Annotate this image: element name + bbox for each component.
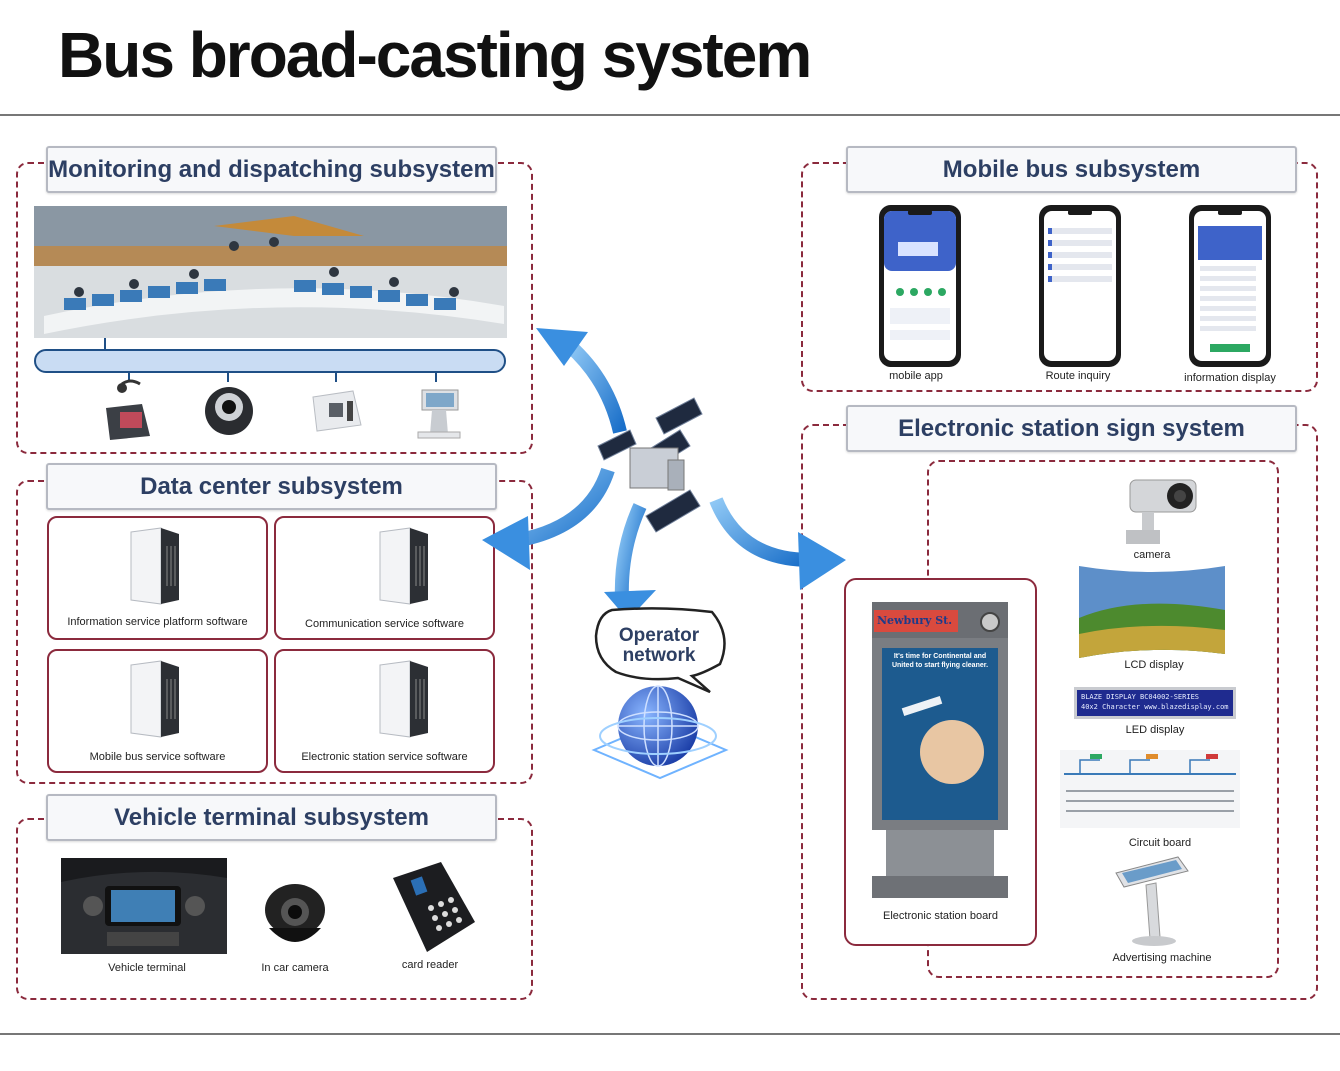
mobile-app-label: mobile app: [889, 370, 943, 382]
led-screen-line2: 40x2 Character www.blazedisplay.com: [1081, 703, 1229, 711]
camera-dome-icon: [203, 381, 255, 437]
route-inquiry-label: Route inquiry: [1045, 370, 1111, 382]
pos-terminal-icon: [412, 384, 466, 442]
station-camera-label: camera: [1133, 549, 1171, 561]
station-board-image: Newbury St. It's time for Continental an…: [872, 602, 1008, 898]
server-icon: [130, 527, 179, 605]
network-label: Operator network: [618, 625, 700, 666]
bus-bar-drop-2: [128, 372, 130, 382]
phone-information-display: [1188, 204, 1272, 368]
satellite-icon: [597, 397, 703, 533]
bus-bar-drop-3: [227, 372, 229, 382]
circuit-board-image: [1060, 750, 1240, 828]
circuit-board-label: Circuit board: [1128, 837, 1192, 849]
arrow-to-network: [604, 503, 656, 620]
datacenter-card-label: Information service platform software: [67, 616, 248, 628]
station-subsystem-header: Electronic station sign system: [846, 405, 1297, 452]
network-bus-bar: [34, 349, 506, 373]
station-board-label: Electronic station board: [883, 910, 998, 922]
advertising-machine-image: [1112, 855, 1192, 947]
information-display-label: information display: [1184, 372, 1276, 384]
in-car-camera-icon: [263, 882, 327, 952]
vehicle-terminal-label: Vehicle terminal: [108, 962, 186, 974]
lcd-display-image: [1077, 564, 1227, 660]
datacenter-card-station-service: Electronic station service software: [274, 649, 495, 773]
globe-network-icon: [590, 678, 730, 796]
top-divider: [0, 114, 1340, 116]
central-hub: [482, 328, 846, 620]
led-display-label: LED display: [1125, 724, 1185, 736]
datacenter-card-info-platform: Information service platform software: [47, 516, 268, 640]
datacenter-card-label: Communication service software: [305, 618, 464, 630]
station-camera-icon: [1118, 474, 1202, 548]
control-room-image: [34, 206, 507, 338]
station-poster-text: It's time for Continental and United to …: [891, 653, 989, 669]
network-speech-bubble: [592, 606, 734, 694]
card-reader-icon: [307, 383, 365, 435]
phone-route-inquiry: [1038, 204, 1122, 368]
datacenter-card-label: Electronic station service software: [301, 751, 468, 763]
bottom-divider: [0, 1033, 1340, 1035]
mobile-subsystem-header: Mobile bus subsystem: [846, 146, 1297, 193]
led-display-image: BLAZE DISPLAY BC04002-SERIES 40x2 Charac…: [1074, 687, 1236, 719]
phone-mobile-app: [878, 204, 962, 368]
led-screen-line1: BLAZE DISPLAY BC04002-SERIES: [1081, 693, 1200, 701]
arrow-to-datacenter: [482, 467, 615, 570]
vehicle-subsystem-header: Vehicle terminal subsystem: [46, 794, 497, 841]
datacenter-card-mobile-bus: Mobile bus service software: [47, 649, 268, 773]
bus-bar-drop-4: [335, 372, 337, 382]
lcd-display-label: LCD display: [1124, 659, 1184, 671]
headset-phone-icon: [100, 378, 156, 442]
card-reader-label: card reader: [401, 959, 459, 971]
server-icon: [379, 527, 428, 605]
datacenter-subsystem-header: Data center subsystem: [46, 463, 497, 510]
advertising-machine-label: Advertising machine: [1112, 952, 1212, 964]
datacenter-card-label: Mobile bus service software: [89, 751, 226, 763]
station-sign-name: Newbury St.: [874, 610, 958, 632]
monitoring-subsystem-header: Monitoring and dispatching subsystem: [46, 146, 497, 193]
card-reader-keypad-icon: [383, 860, 477, 954]
bus-bar-drop-5: [435, 372, 437, 382]
station-board-card: Newbury St. It's time for Continental an…: [844, 578, 1037, 946]
datacenter-card-communication: Communication service software: [274, 516, 495, 640]
page-title: Bus broad-casting system: [58, 19, 812, 91]
arrow-to-monitoring: [536, 328, 627, 434]
server-icon: [379, 660, 428, 738]
server-icon: [130, 660, 179, 738]
arrow-to-station: [709, 497, 846, 590]
in-car-camera-label: In car camera: [261, 962, 329, 974]
vehicle-terminal-image: [61, 858, 227, 954]
bus-bar-drop-1: [104, 338, 106, 350]
